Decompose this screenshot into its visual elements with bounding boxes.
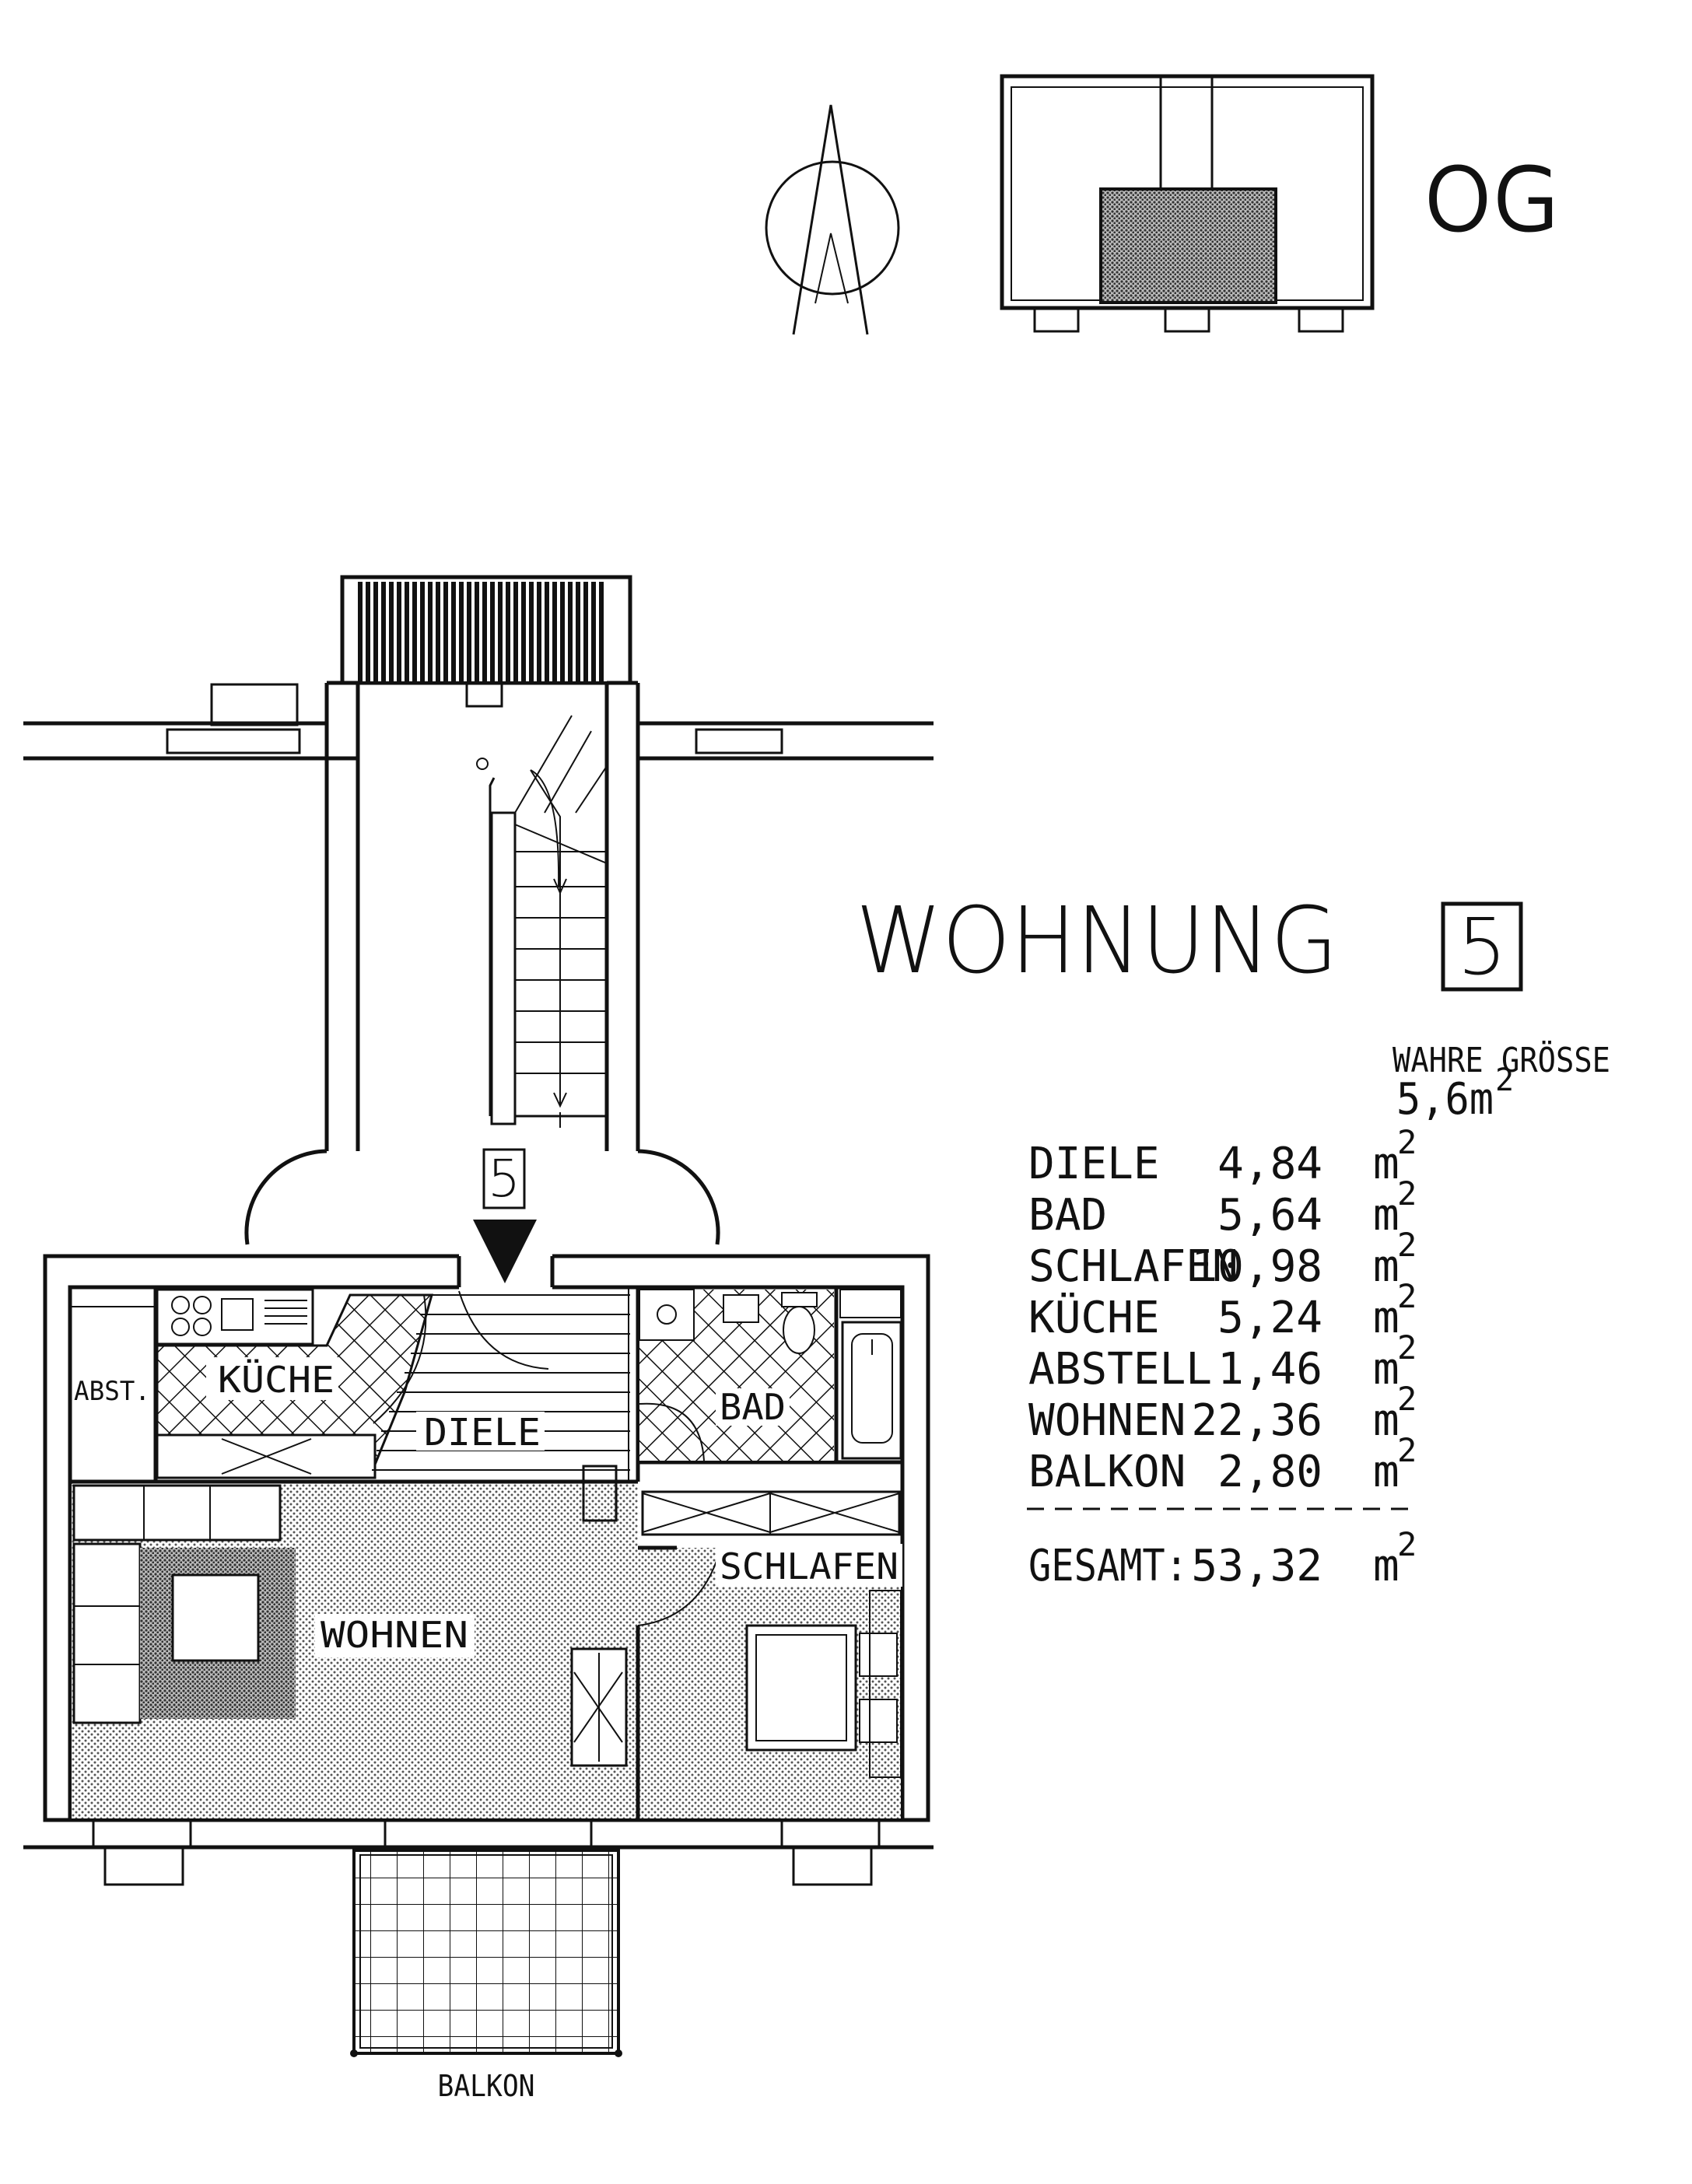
area-table-room-exponent: 2: [1397, 1277, 1417, 1315]
area-table-room-area: 4,84: [1217, 1139, 1322, 1189]
area-table-room-unit: m: [1373, 1190, 1399, 1241]
bedroom-label: SCHLAFEN: [720, 1545, 899, 1587]
area-table-room-exponent: 2: [1397, 1226, 1417, 1264]
floor-label: OG: [1424, 150, 1560, 250]
total-label: GESAMT:: [1028, 1541, 1188, 1591]
bathroom-drain-icon: [657, 1304, 677, 1325]
area-table-room-area: 22,36: [1191, 1395, 1322, 1446]
staircase-icon: [489, 715, 608, 1128]
total-area: 53,32: [1191, 1541, 1322, 1591]
apartment-floor-plan: 5 KÜCHE: [23, 575, 934, 2103]
hallway-label: DIELE: [424, 1411, 541, 1454]
area-table-room-exponent: 2: [1397, 1380, 1417, 1418]
washbasin-icon: [723, 1294, 759, 1323]
area-table-room-name: DIELE: [1028, 1139, 1160, 1189]
apartment-number-box: [1441, 901, 1523, 992]
true-size-exponent: 2: [1495, 1062, 1514, 1098]
living-room-label: WOHNEN: [321, 1614, 468, 1656]
area-table-room-area: 5,64: [1217, 1190, 1322, 1241]
area-table-room-unit: m: [1373, 1293, 1399, 1343]
kitchen-stove: [156, 1288, 314, 1346]
balcony-label: BALKON: [438, 2069, 535, 2103]
area-table-room-exponent: 2: [1397, 1328, 1417, 1367]
balcony-floor: [352, 1848, 620, 2055]
north-arrow-icon: [765, 104, 900, 335]
true-size-label: WAHRE GRÖSSE: [1392, 1040, 1610, 1080]
kitchen-sink-icon: [221, 1298, 254, 1331]
entrance-arrow-icon: [473, 1220, 537, 1283]
stairwell-window: [358, 582, 607, 681]
area-table-room-exponent: 2: [1397, 1174, 1417, 1213]
area-table-room-unit: m: [1373, 1241, 1399, 1292]
key-plan-highlighted-unit: [1099, 187, 1277, 304]
area-table-room-area: 1,46: [1217, 1344, 1322, 1395]
area-table-room-exponent: 2: [1397, 1431, 1417, 1469]
area-table-room-name: KÜCHE: [1028, 1293, 1160, 1343]
entrance-number-box: [482, 1148, 526, 1209]
entrance-number: 5: [488, 1149, 520, 1209]
apartment-number: 5: [1457, 901, 1507, 992]
area-table-room-name: SCHLAFEN: [1028, 1241, 1238, 1292]
area-table-room-unit: m: [1373, 1447, 1399, 1497]
true-size-value: 5,6m: [1396, 1074, 1494, 1125]
bathroom-label: BAD: [720, 1386, 786, 1428]
storage-label: ABST.: [74, 1376, 150, 1407]
building-key-plan: [1000, 74, 1375, 333]
coffee-table-icon: [171, 1573, 260, 1662]
toilet-icon: [783, 1306, 815, 1354]
area-table-room-name: WOHNEN: [1028, 1395, 1186, 1446]
area-table-room-area: 10,98: [1191, 1241, 1322, 1292]
area-table-room-area: 5,24: [1217, 1293, 1322, 1343]
area-table-room-area: 2,80: [1217, 1447, 1322, 1497]
area-table-room-name: BAD: [1028, 1190, 1107, 1241]
kitchen-label: KÜCHE: [218, 1359, 335, 1401]
area-table-room-unit: m: [1373, 1344, 1399, 1395]
bed-icon: [745, 1624, 857, 1752]
area-table-room-unit: m: [1373, 1395, 1399, 1446]
area-table-room-exponent: 2: [1397, 1123, 1417, 1161]
area-table-room-unit: m: [1373, 1139, 1399, 1189]
area-table-room-name: BALKON: [1028, 1447, 1186, 1497]
area-table-room-name: ABSTELL: [1028, 1344, 1212, 1395]
total-unit: m: [1373, 1541, 1399, 1591]
apartment-title: WOHNUNG: [856, 887, 1338, 994]
total-exponent: 2: [1397, 1525, 1417, 1563]
sofa-icon: [72, 1484, 282, 1542]
